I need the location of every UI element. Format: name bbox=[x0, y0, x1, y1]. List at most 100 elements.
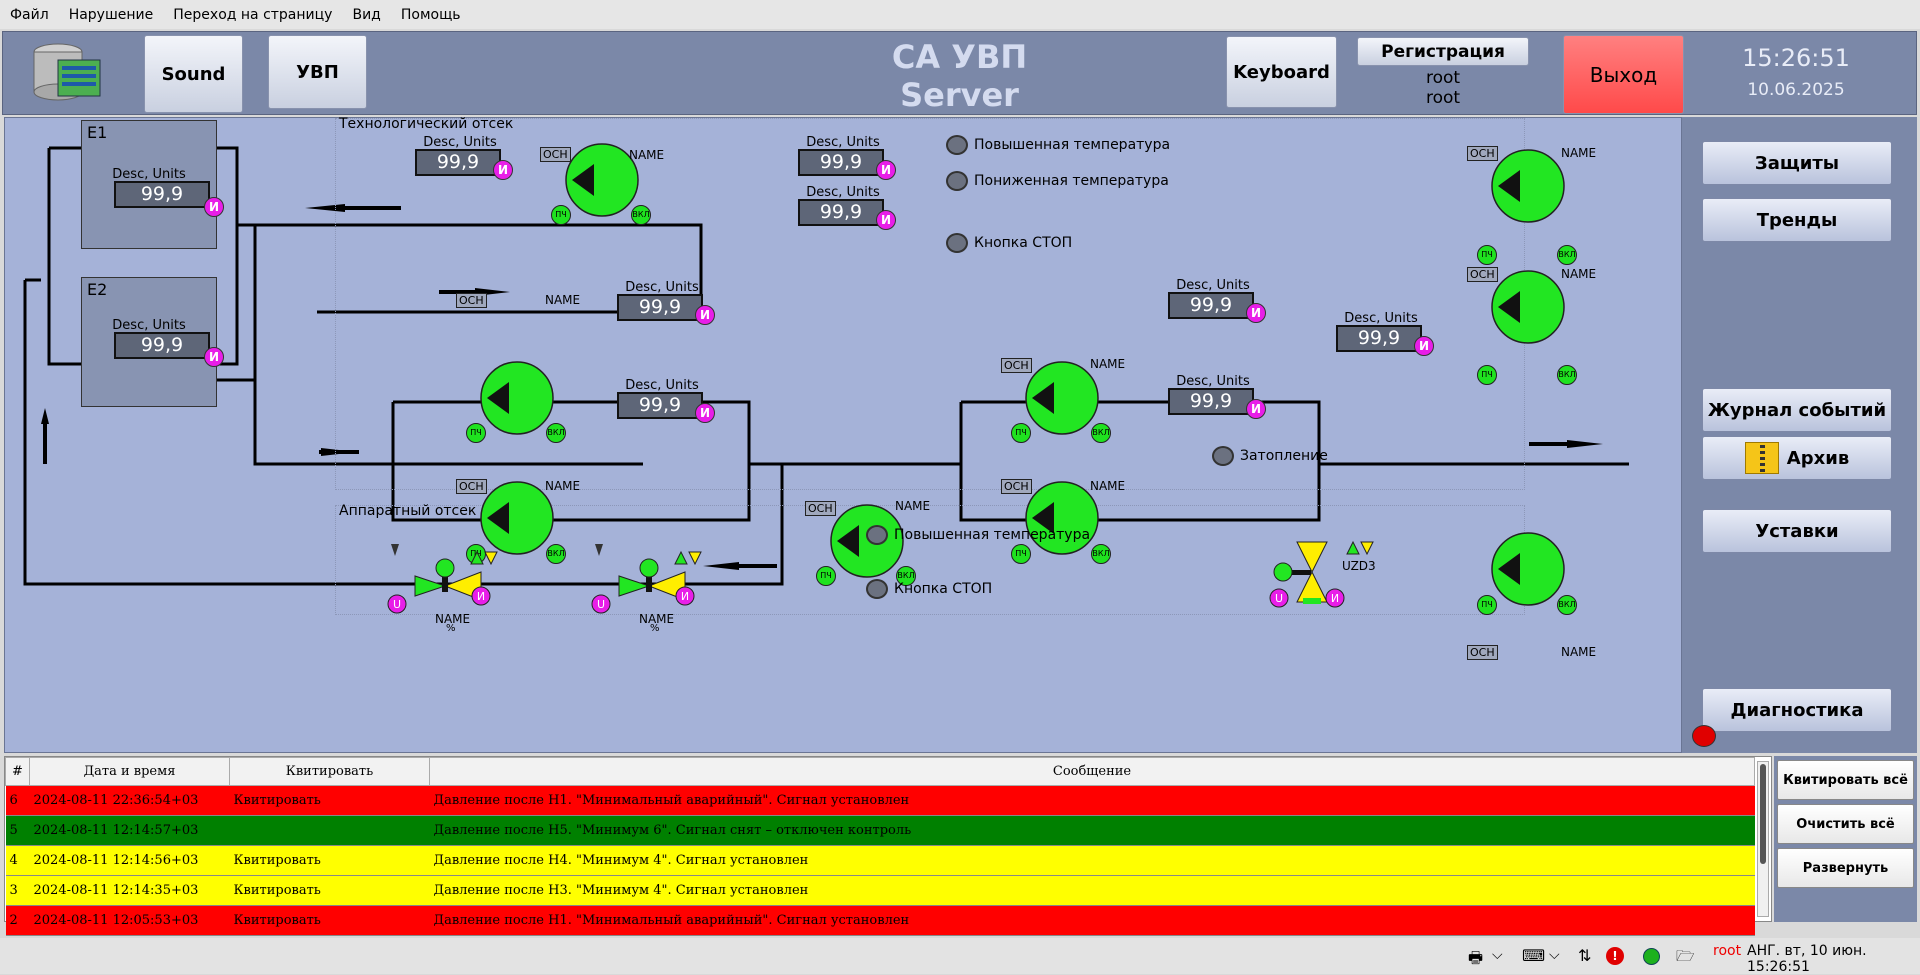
keyboard-layout-icon[interactable]: ⌨ bbox=[1522, 946, 1546, 965]
tank-e1-i-badge[interactable]: И bbox=[204, 197, 224, 217]
event-ack[interactable]: Квитировать bbox=[229, 845, 430, 876]
pump-1-vkl[interactable]: ВКЛ bbox=[631, 205, 651, 225]
pump-1-pch[interactable]: ПЧ bbox=[551, 205, 571, 225]
status-ok-icon[interactable] bbox=[1643, 948, 1660, 965]
ack-all-button[interactable]: Квитировать всё bbox=[1777, 760, 1914, 800]
valve-2-icon[interactable]: U И bbox=[589, 536, 729, 616]
valve-1-icon[interactable]: U И bbox=[385, 536, 525, 616]
event-ack[interactable]: Квитировать bbox=[229, 905, 430, 936]
alarm-high-temp-label: Повышенная температура bbox=[974, 137, 1171, 153]
pump-2[interactable] bbox=[480, 361, 554, 435]
archive-label: Архив bbox=[1786, 447, 1850, 469]
menu-violation[interactable]: Нарушение bbox=[68, 6, 154, 23]
pump-4-vkl[interactable]: ВКЛ bbox=[896, 566, 916, 586]
pump-8-pch[interactable]: ПЧ bbox=[1477, 365, 1497, 385]
event-log-button[interactable]: Журнал событий bbox=[1702, 388, 1892, 432]
tank-e2-value: 99,9 bbox=[114, 332, 210, 359]
sensor-5-i-badge[interactable]: И bbox=[695, 403, 715, 423]
pump-6-pch[interactable]: ПЧ bbox=[1011, 544, 1031, 564]
error-icon[interactable]: ! bbox=[1606, 947, 1624, 965]
menu-goto-page[interactable]: Переход на страницу bbox=[173, 6, 333, 23]
pump-9-vkl[interactable]: ВКЛ bbox=[1557, 595, 1577, 615]
diagnostics-button[interactable]: Диагностика bbox=[1702, 688, 1892, 732]
uzd3-valve-icon[interactable]: U И bbox=[1267, 532, 1387, 612]
pump-5-vkl[interactable]: ВКЛ bbox=[1091, 423, 1111, 443]
chevron-down-icon[interactable]: ⌵ bbox=[1549, 947, 1560, 963]
pump-5[interactable] bbox=[1025, 361, 1099, 435]
right-nav-panel: Защиты Тренды Журнал событий Архив Устав… bbox=[1682, 117, 1917, 753]
pump-4-osn: ОСН bbox=[805, 501, 836, 516]
sensor-6-i-badge[interactable]: И bbox=[1246, 303, 1266, 323]
pump-4-pch[interactable]: ПЧ bbox=[816, 566, 836, 586]
sensor-7-i-badge[interactable]: И bbox=[1246, 399, 1266, 419]
trends-button[interactable]: Тренды bbox=[1702, 198, 1892, 242]
user-login-2: root bbox=[1425, 88, 1461, 108]
menu-file[interactable]: Файл bbox=[10, 6, 49, 23]
hw-alarm-high-temp-lamp bbox=[866, 525, 888, 545]
event-ack[interactable]: Квитировать bbox=[229, 785, 430, 816]
sensor-4-i-badge[interactable]: И bbox=[695, 305, 715, 325]
tray-user: root bbox=[1713, 943, 1742, 959]
tank-e2[interactable]: E2 Desc, Units 99,9 И bbox=[81, 277, 224, 407]
pump-5-pch[interactable]: ПЧ bbox=[1011, 423, 1031, 443]
keyboard-button[interactable]: Keyboard bbox=[1226, 36, 1337, 108]
exit-button[interactable]: Выход bbox=[1563, 35, 1684, 114]
pump-7-name: NAME bbox=[1561, 146, 1597, 160]
valve-1-unit: % bbox=[446, 623, 456, 634]
menu-view[interactable]: Вид bbox=[352, 6, 381, 23]
pump-8-vkl[interactable]: ВКЛ bbox=[1557, 365, 1577, 385]
valve-2-unit: % bbox=[650, 623, 660, 634]
tank-e1[interactable]: E1 Desc, Units 99,9 И bbox=[81, 120, 224, 249]
event-number: 6 bbox=[5, 785, 30, 816]
tank-e2-i-badge[interactable]: И bbox=[204, 347, 224, 367]
taskbar: 🖶 ⌵ ⌨ ⌵ ⇅ ! 🗁 bbox=[0, 938, 1920, 974]
pump-7-vkl[interactable]: ВКЛ bbox=[1557, 245, 1577, 265]
menu-help[interactable]: Помощь bbox=[400, 6, 461, 23]
hw-alarm-stop: Кнопка СТОП bbox=[866, 579, 992, 599]
settings-button[interactable]: Уставки bbox=[1702, 509, 1892, 553]
events-scrollbar[interactable] bbox=[1757, 761, 1769, 917]
sensor-1-i-badge[interactable]: И bbox=[493, 160, 513, 180]
pump-7-pch[interactable]: ПЧ bbox=[1477, 245, 1497, 265]
sensor-2-i-badge[interactable]: И bbox=[876, 160, 896, 180]
archive-button[interactable]: Архив bbox=[1702, 436, 1892, 480]
pump-3-osn: ОСН bbox=[456, 479, 487, 494]
pump-2-name: NAME bbox=[545, 293, 581, 307]
pump-2-vkl[interactable]: ВКЛ bbox=[546, 423, 566, 443]
sensor-8-i-badge[interactable]: И bbox=[1414, 336, 1434, 356]
printer-icon[interactable]: 🖶 bbox=[1468, 948, 1484, 967]
sensor-3-i-badge[interactable]: И bbox=[876, 210, 896, 230]
valve-1-name: NAME bbox=[435, 612, 471, 626]
pump-8[interactable] bbox=[1491, 270, 1565, 344]
pump-7[interactable] bbox=[1491, 149, 1565, 223]
event-message: Давление после Н5. "Минимум 6". Сигнал с… bbox=[429, 815, 1755, 846]
pump-2-pch[interactable]: ПЧ bbox=[466, 423, 486, 443]
sound-button[interactable]: Sound bbox=[144, 35, 243, 113]
uvp-button[interactable]: УВП bbox=[268, 35, 367, 109]
event-message: Давление после Н4. "Минимум 4". Сигнал у… bbox=[429, 845, 1755, 876]
registration-button[interactable]: Регистрация bbox=[1357, 37, 1529, 66]
pump-1[interactable] bbox=[565, 143, 639, 217]
protections-button[interactable]: Защиты bbox=[1702, 141, 1892, 185]
chevron-down-icon[interactable]: ⌵ bbox=[1492, 947, 1503, 963]
expand-button[interactable]: Развернуть bbox=[1777, 848, 1914, 888]
events-scrollbar-thumb[interactable] bbox=[1760, 764, 1766, 864]
event-ack[interactable] bbox=[229, 815, 430, 846]
pump-6-vkl[interactable]: ВКЛ bbox=[1091, 544, 1111, 564]
pump-9[interactable] bbox=[1491, 532, 1565, 606]
pump-5-osn: ОСН bbox=[1001, 358, 1032, 373]
tray-clock: АНГ. вт, 10 июн. 15:26:51 bbox=[1747, 943, 1867, 975]
sensor-7-value: 99,9 bbox=[1168, 388, 1254, 415]
clear-all-button[interactable]: Очистить всё bbox=[1777, 804, 1914, 844]
network-icon[interactable]: ⇅ bbox=[1578, 946, 1592, 965]
pump-3-vkl[interactable]: ВКЛ bbox=[546, 544, 566, 564]
event-ack[interactable]: Квитировать bbox=[229, 875, 430, 906]
folder-icon[interactable]: 🗁 bbox=[1676, 947, 1695, 965]
pump-9-pch[interactable]: ПЧ bbox=[1477, 595, 1497, 615]
